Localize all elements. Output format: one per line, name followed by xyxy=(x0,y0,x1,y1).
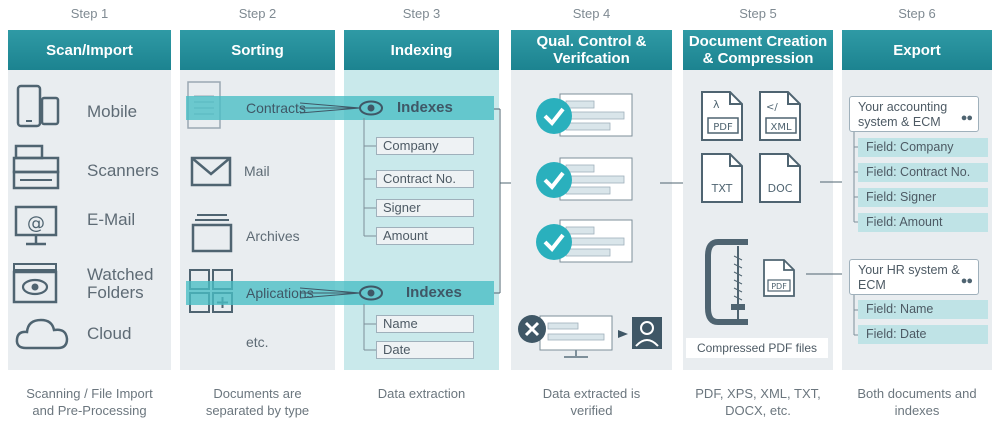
creation-header: Document Creation & Compression xyxy=(683,30,833,70)
compressed-pdf-label: PDF xyxy=(771,282,787,291)
export-field-name: Field: Name xyxy=(858,300,988,319)
index-field-amount: Amount xyxy=(376,227,474,245)
step-label-3: Step 3 xyxy=(402,6,441,21)
caption-step-2: Documents are separated by type xyxy=(205,386,310,418)
step-label-6: Step 6 xyxy=(898,6,936,21)
svg-text:λ: λ xyxy=(713,98,720,111)
source-email: E-Mail xyxy=(87,210,136,229)
verified-document-3 xyxy=(536,219,633,263)
mobile-icon xyxy=(16,84,60,128)
compressed-pdf-icon: PDF xyxy=(763,259,795,297)
export-field-date: Field: Date xyxy=(858,325,988,344)
mail-icon xyxy=(190,156,232,187)
sorting-archives: Archives xyxy=(246,228,300,244)
indexing-header: Indexing xyxy=(344,30,499,70)
compressed-pdf-caption: Compressed PDF files xyxy=(686,338,828,358)
sorting-panel: Sorting xyxy=(180,30,335,370)
export-field-signer: Field: Signer xyxy=(858,188,988,207)
doc-label: DOC xyxy=(768,182,793,195)
applications-indexes-label: Indexes xyxy=(406,284,462,301)
export-field-contract-no: Field: Contract No. xyxy=(858,163,988,182)
index-field-contract-no: Contract No. xyxy=(376,170,474,188)
scan-import-header: Scan/Import xyxy=(8,30,171,70)
accounting-system-label: Your accounting system & ECM xyxy=(858,100,948,129)
source-mobile: Mobile xyxy=(87,102,138,121)
index-field-company: Company xyxy=(376,137,474,155)
verified-document-2 xyxy=(536,157,633,201)
xml-label: XML xyxy=(770,122,791,133)
export-field-amount: Field: Amount xyxy=(858,213,988,232)
hr-dots-icon: ●● xyxy=(960,275,973,287)
accounting-system-box: Your accounting system & ECM ●● xyxy=(849,96,979,132)
scanner-icon xyxy=(12,144,60,190)
hr-system-box: Your HR system & ECM ●● xyxy=(849,259,979,295)
watched-folder-icon xyxy=(12,263,58,304)
rejected-document-monitor xyxy=(518,315,662,358)
archives-icon xyxy=(191,214,233,253)
contracts-beam-lines xyxy=(300,102,360,114)
email-icon: @ xyxy=(14,205,58,246)
accounting-dots-icon: ●● xyxy=(960,112,973,124)
svg-text:@: @ xyxy=(27,213,45,234)
hr-system-label: Your HR system & ECM xyxy=(858,263,960,292)
step-label-4: Step 4 xyxy=(572,6,611,21)
caption-step-1: Scanning / File Import and Pre-Processin… xyxy=(26,386,153,418)
sorting-contracts: Contracts xyxy=(246,100,306,116)
caption-step-5: PDF, XPS, XML, TXT, DOCX, etc. xyxy=(695,386,821,418)
sorting-mail: Mail xyxy=(244,163,270,179)
xml-file-icon: </ XML xyxy=(759,91,801,141)
qc-header: Qual. Control & Verifcation xyxy=(511,30,672,70)
source-scanners: Scanners xyxy=(87,161,159,180)
step-label-2: Step 2 xyxy=(238,6,277,21)
sorting-etc: etc. xyxy=(246,334,269,350)
export-field-company: Field: Company xyxy=(858,138,988,157)
compression-clamp-icon xyxy=(705,239,748,325)
source-cloud: Cloud xyxy=(87,324,132,343)
export-header: Export xyxy=(842,30,992,70)
source-watched-folders: Watched Folders xyxy=(87,265,154,302)
applications-eye-icon xyxy=(359,285,383,301)
verified-document-1 xyxy=(536,93,633,137)
txt-label: TXT xyxy=(711,182,733,195)
svg-text:</: </ xyxy=(766,102,778,113)
cloud-icon xyxy=(15,318,69,350)
caption-step-4: Data extracted is verified xyxy=(542,386,641,418)
index-field-date: Date xyxy=(376,341,474,359)
pdf-file-icon: λ PDF xyxy=(701,91,743,141)
index-tree-lines xyxy=(363,118,378,351)
caption-step-6: Both documents and indexes xyxy=(857,386,977,418)
txt-file-icon: TXT xyxy=(701,153,743,203)
caption-step-3: Data extraction xyxy=(377,386,466,401)
doc-file-icon: DOC xyxy=(759,153,801,203)
applications-beam-lines xyxy=(300,287,360,299)
contracts-indexes-label: Indexes xyxy=(397,99,453,116)
sorting-header: Sorting xyxy=(180,30,335,70)
step-label-1: Step 1 xyxy=(70,6,109,21)
index-field-name: Name xyxy=(376,315,474,333)
sorting-aplications: Aplications xyxy=(246,285,314,301)
pdf-label: PDF xyxy=(713,122,733,133)
contracts-eye-icon xyxy=(359,100,383,116)
index-field-signer: Signer xyxy=(376,199,474,217)
step-label-5: Step 5 xyxy=(739,6,777,21)
